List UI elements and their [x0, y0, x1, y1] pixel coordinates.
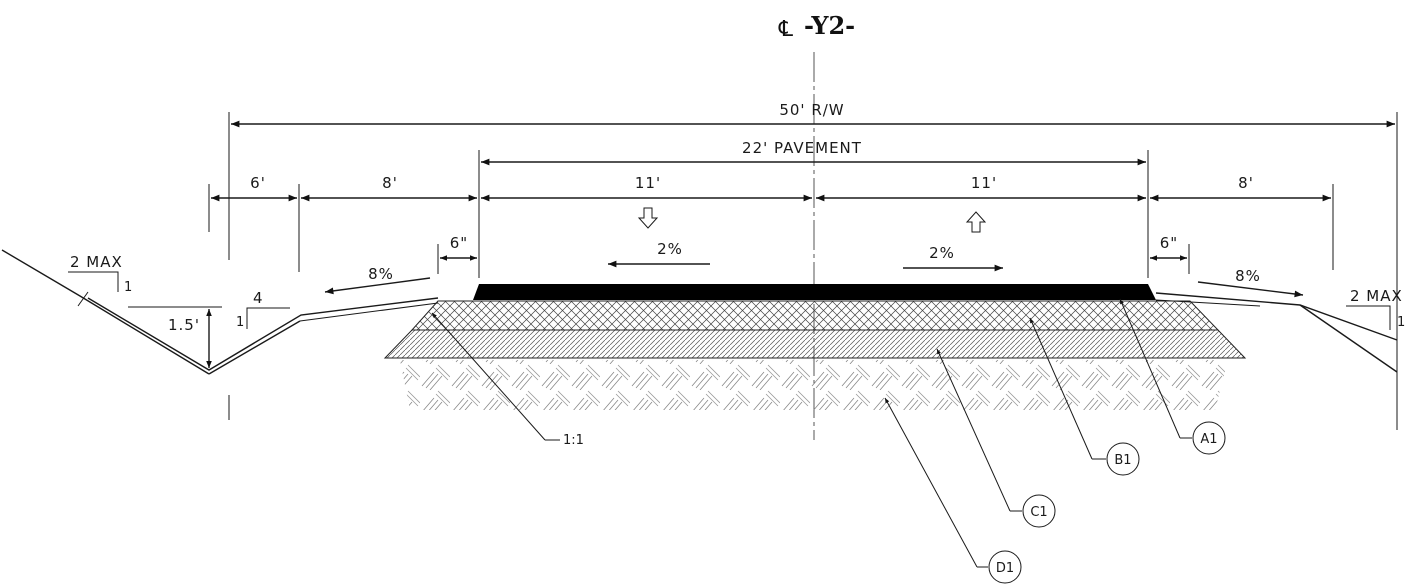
leader-a1: [1119, 298, 1181, 439]
callout-c1-bubble: [1022, 494, 1056, 528]
dim-label-shoulder-left: 8': [382, 174, 398, 192]
slope-label-backslope-right-run: 2 MAX: [1350, 287, 1403, 305]
leader-layer-slope: [431, 312, 546, 441]
backslope-right: [1299, 304, 1398, 373]
callout-d1-label: D1: [996, 561, 1014, 576]
layer-a1-surface: [473, 284, 1156, 300]
slope-label-lane-right: 2%: [929, 244, 955, 262]
leader-b1: [1029, 317, 1093, 460]
ditch-inner-line: [208, 320, 301, 375]
backslope-left-cut: [77, 291, 89, 307]
dim-label-offset-left: 6": [450, 234, 468, 252]
slope-label-shoulder-left: 8%: [368, 265, 394, 283]
shoulder-surface-left: [87, 297, 439, 371]
dim-label-shoulder-right: 8': [1238, 174, 1254, 192]
shoulder-surface-right-lower: [1155, 299, 1261, 307]
slope-label-ditch-front-rise: 1: [236, 315, 244, 330]
layer-d1-subgrade: [400, 360, 1228, 410]
callout-a1-label: A1: [1200, 432, 1217, 447]
dim-label-offset-right: 6": [1160, 234, 1178, 252]
callout-a1-bubble: [1192, 421, 1226, 455]
slope-triangle-ditch-front: [246, 307, 290, 329]
centerline-symbol: ℄: [778, 17, 794, 42]
dim-label-lane-left: 11': [635, 174, 661, 192]
slope-label-backslope-left-run: 2 MAX: [70, 253, 123, 271]
slope-arrow-shoulder-left: [324, 277, 431, 295]
dim-label-ditch-width: 6': [250, 174, 266, 192]
slope-label-shoulder-right: 8%: [1235, 267, 1261, 285]
slope-triangle-backslope-left: [68, 271, 119, 292]
section-title: -Y2-: [804, 11, 855, 40]
slope-label-backslope-left-rise: 1: [124, 280, 132, 295]
ditch-front-inner: [299, 302, 439, 322]
traffic-direction-up-icon: [965, 211, 987, 233]
layer-c1-base: [383, 329, 1247, 359]
leader-c1: [936, 348, 1011, 512]
callout-c1-label: C1: [1030, 505, 1047, 520]
callout-b1-label: B1: [1114, 453, 1131, 468]
backslope-left: [1, 249, 210, 375]
callout-d1-bubble: [988, 550, 1022, 584]
slope-arrow-shoulder-right: [1197, 281, 1304, 298]
leader-d1: [884, 397, 978, 568]
dim-label-pavement: 22' PAVEMENT: [742, 139, 862, 157]
dim-label-lane-right: 11': [971, 174, 997, 192]
slope-label-lane-left: 2%: [657, 240, 683, 258]
traffic-direction-down-icon: [637, 207, 659, 229]
slope-label-ditch-front-run: 4: [253, 289, 264, 307]
callout-b1-bubble: [1106, 442, 1140, 476]
slope-label-backslope-right-rise: 1: [1397, 315, 1405, 330]
dim-label-ditch-depth: 1.5': [168, 316, 200, 334]
slope-triangle-backslope-right: [1346, 305, 1391, 330]
dim-label-right-of-way: 50' R/W: [779, 101, 844, 119]
layer-b1-intermediate: [410, 300, 1220, 331]
label-layer-slope: 1:1: [563, 433, 584, 448]
